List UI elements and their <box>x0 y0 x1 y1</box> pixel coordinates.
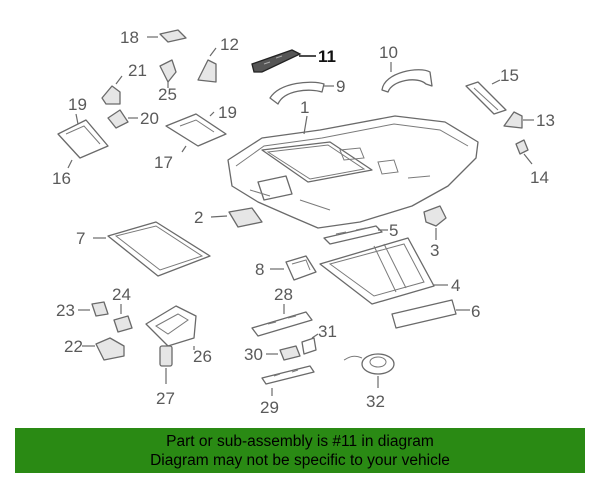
callout-13-label: 13 <box>536 111 555 130</box>
callout-15-label: 15 <box>500 66 519 85</box>
part-18: 18 <box>120 28 187 47</box>
callout-18-label: 18 <box>120 28 139 47</box>
callout-3-label: 3 <box>430 241 439 260</box>
callout-8-label: 8 <box>255 260 264 279</box>
callout-9-label: 9 <box>336 77 345 96</box>
callout-32-label: 32 <box>366 392 385 411</box>
callout-17-label: 17 <box>154 153 173 172</box>
callout-5-label: 5 <box>389 221 398 240</box>
part-14-clip: 14 <box>515 139 549 187</box>
part-4-sunshade: 4 <box>319 237 460 305</box>
callout-16-label: 16 <box>52 169 71 188</box>
part-15-trim: 15 <box>465 66 519 115</box>
part-13-clip: 13 <box>503 111 555 130</box>
callout-31-label: 31 <box>318 322 337 341</box>
info-banner: Part or sub-assembly is #11 in diagram D… <box>15 428 585 473</box>
part-30-connector: 30 <box>244 345 301 364</box>
part-5-rail: 5 <box>323 221 398 245</box>
callout-26-label: 26 <box>193 347 212 366</box>
callout-14-label: 14 <box>530 168 549 187</box>
callout-2-label: 2 <box>194 208 203 227</box>
part-3-bracket: 3 <box>423 205 447 260</box>
part-11-highlighted: 11 <box>251 47 336 73</box>
part-6-strip: 6 <box>391 299 480 329</box>
part-32-speaker: 32 <box>343 353 395 411</box>
part-26-console: 26 <box>145 305 212 366</box>
part-24-bulb: 24 <box>112 285 133 333</box>
callout-28-label: 28 <box>274 285 293 304</box>
callout-6-label: 6 <box>471 302 480 321</box>
callout-22-label: 22 <box>64 337 83 356</box>
part-20-clip: 20 <box>107 109 159 129</box>
callout-30-label: 30 <box>244 345 263 364</box>
callout-1-label: 1 <box>300 98 309 117</box>
part-31-clip: 31 <box>301 322 337 355</box>
part-28-bracket: 28 <box>251 285 313 337</box>
part-29-rail: 29 <box>260 365 315 417</box>
part-27-bulb: 27 <box>156 345 175 408</box>
callout-19a-label: 19 <box>68 95 87 114</box>
callout-20-label: 20 <box>140 109 159 128</box>
part-1-headliner <box>227 115 479 229</box>
callout-1: 1 <box>300 98 309 135</box>
part-22-lamp: 22 <box>64 337 125 361</box>
callout-19b-label: 19 <box>218 103 237 122</box>
part-16-sun-visor: 16 19 <box>52 95 109 188</box>
callout-23-label: 23 <box>56 301 75 320</box>
part-9-grab-handle: 9 <box>269 77 345 105</box>
callout-29-label: 29 <box>260 398 279 417</box>
callout-25-label: 25 <box>158 85 177 104</box>
callout-4-label: 4 <box>451 276 460 295</box>
part-12-clip: 12 <box>197 35 239 83</box>
banner-line-2: Diagram may not be specific to your vehi… <box>150 452 450 469</box>
part-8: 8 <box>255 255 317 281</box>
callout-24-label: 24 <box>112 285 131 304</box>
part-25-hook: 25 <box>158 59 177 104</box>
callout-10-label: 10 <box>379 43 398 62</box>
part-21-clip: 21 <box>101 61 147 105</box>
callout-21-label: 21 <box>128 61 147 80</box>
part-17-sun-visor: 17 19 <box>154 103 237 172</box>
callout-12-label: 12 <box>220 35 239 54</box>
callout-7-label: 7 <box>76 229 85 248</box>
callout-27-label: 27 <box>156 389 175 408</box>
part-7-seal: 7 <box>76 221 211 277</box>
callout-11-label: 11 <box>318 47 336 66</box>
banner-line-1: Part or sub-assembly is #11 in diagram <box>166 433 434 450</box>
part-10-grab-handle: 10 <box>379 43 433 93</box>
part-2: 2 <box>194 207 263 228</box>
part-23-lens: 23 <box>56 301 109 320</box>
